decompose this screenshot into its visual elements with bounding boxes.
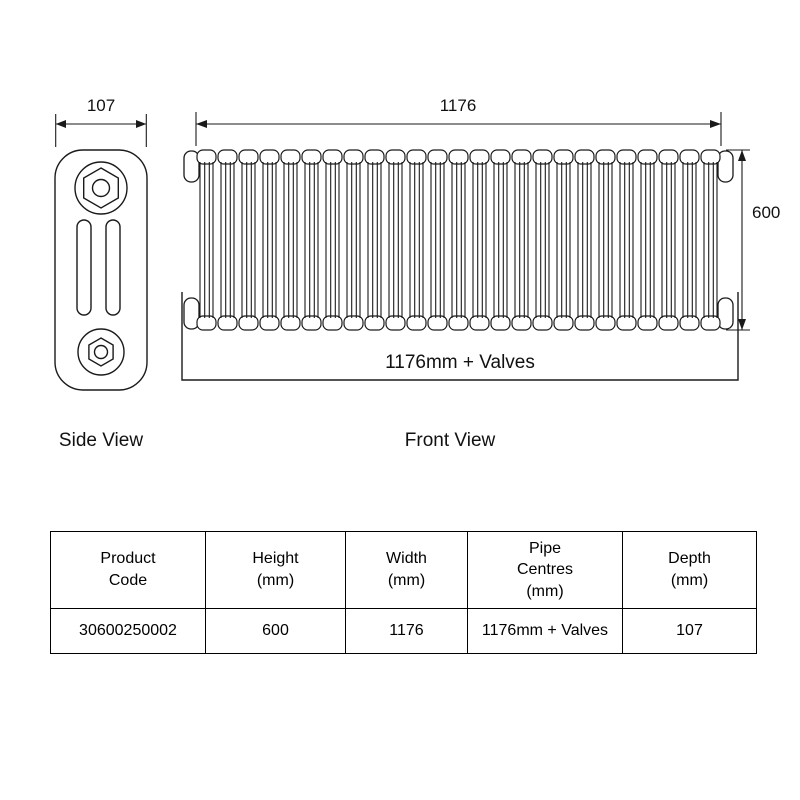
spec-table-data-row: 30600250002 600 1176 1176mm + Valves 107 [50, 608, 757, 654]
front-view-caption: Front View [405, 430, 496, 451]
spec-table-wrap: Product Code Height (mm) Width (mm) Pipe… [50, 531, 757, 654]
radiator-section [574, 149, 595, 331]
radiator-section [385, 149, 406, 331]
end-hub [717, 150, 734, 183]
side-view-body [54, 149, 148, 391]
arrow-down-icon [738, 319, 746, 330]
cell-pipe-centres: 1176mm + Valves [467, 608, 623, 654]
radiator-section [658, 149, 679, 331]
spec-table-header-row: Product Code Height (mm) Width (mm) Pipe… [50, 531, 757, 609]
col-header-product-code: Product Code [50, 531, 206, 609]
radiator-section [700, 149, 721, 331]
column-slot [76, 219, 92, 316]
radiator-section [196, 149, 217, 331]
radiator-section [637, 149, 658, 331]
radiator-section [553, 149, 574, 331]
arrow-right-icon [710, 120, 721, 128]
cell-product-code: 30600250002 [50, 608, 206, 654]
spec-table: Product Code Height (mm) Width (mm) Pipe… [50, 531, 757, 654]
col-header-pipe-centres: Pipe Centres (mm) [467, 531, 623, 609]
height-dimension-label: 600 [752, 203, 780, 222]
radiator-section [322, 149, 343, 331]
radiator-sections [196, 149, 721, 331]
side-view-drawing: 107 [54, 96, 148, 391]
arrow-left-icon [55, 120, 66, 128]
arrow-right-icon [136, 120, 147, 128]
cell-width: 1176 [345, 608, 468, 654]
radiator-section [364, 149, 385, 331]
depth-dimension-label: 107 [87, 96, 115, 115]
cell-height: 600 [205, 608, 346, 654]
bottom-valve [77, 328, 125, 376]
top-nut [74, 161, 128, 215]
radiator-technical-drawing: 107 Side View 1176 [54, 96, 780, 451]
radiator-section [427, 149, 448, 331]
radiator-section [595, 149, 616, 331]
end-hub [183, 297, 200, 330]
radiator-section [238, 149, 259, 331]
radiator-section [469, 149, 490, 331]
radiator-section [280, 149, 301, 331]
radiator-section [259, 149, 280, 331]
column-slot [105, 219, 121, 316]
radiator-section [511, 149, 532, 331]
end-hub [183, 150, 200, 183]
pipe-centres-bracket [181, 292, 739, 381]
width-dimension [195, 112, 722, 146]
width-dimension-label: 1176 [440, 96, 477, 115]
col-header-height: Height (mm) [205, 531, 346, 609]
arrow-left-icon [196, 120, 207, 128]
radiator-section [343, 149, 364, 331]
radiator-section [616, 149, 637, 331]
col-header-width: Width (mm) [345, 531, 468, 609]
end-hub [717, 297, 734, 330]
depth-dimension [55, 114, 147, 147]
pipe-centres-label: 1176mm + Valves [385, 352, 535, 373]
arrow-up-icon [738, 150, 746, 161]
side-view-caption: Side View [59, 430, 143, 451]
radiator-section [406, 149, 427, 331]
hex-nut-icon [88, 337, 114, 367]
cell-depth: 107 [622, 608, 757, 654]
radiator-section [532, 149, 553, 331]
radiator-section [679, 149, 700, 331]
col-header-depth: Depth (mm) [622, 531, 757, 609]
radiator-section [301, 149, 322, 331]
radiator-section [217, 149, 238, 331]
radiator-section [490, 149, 511, 331]
hex-nut-icon [82, 167, 120, 209]
radiator-section [448, 149, 469, 331]
front-view-drawing: 1176 600 [181, 96, 780, 381]
